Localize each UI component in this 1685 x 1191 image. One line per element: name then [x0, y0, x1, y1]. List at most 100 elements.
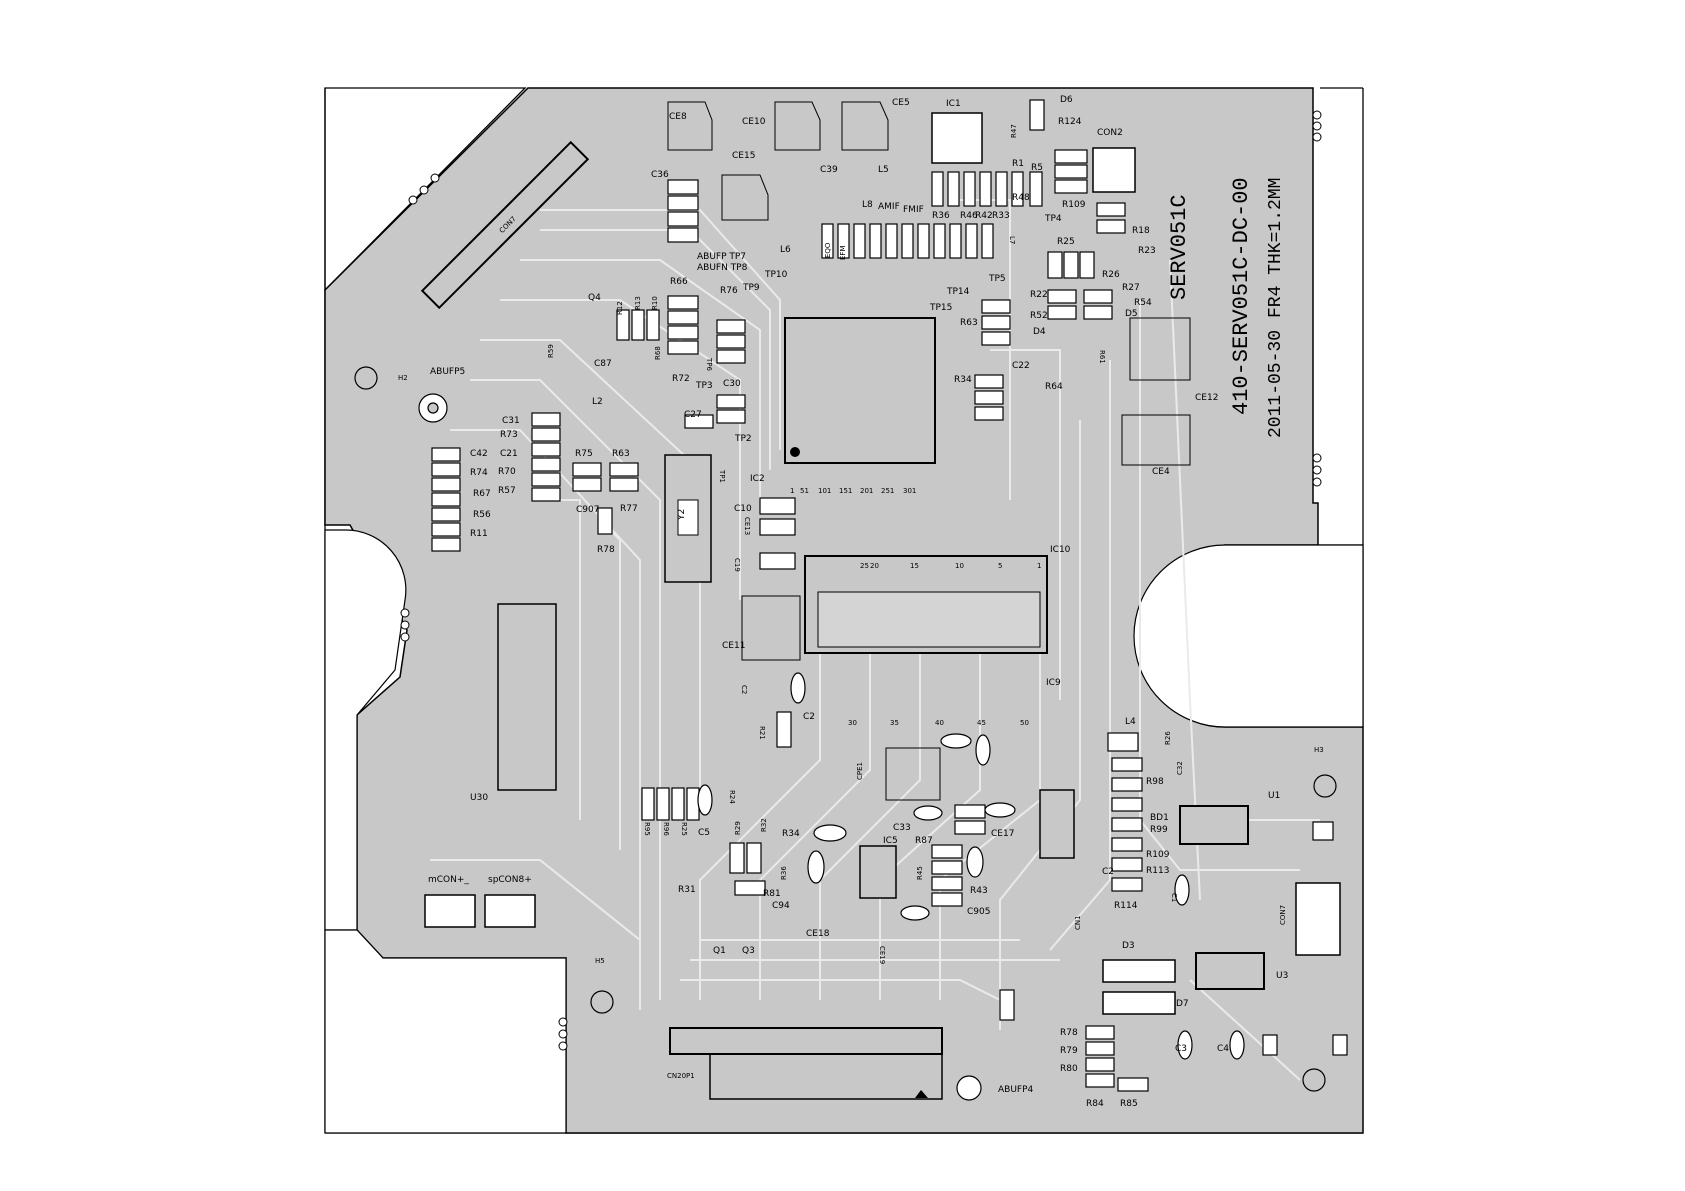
svg-text:C21: C21: [500, 449, 518, 459]
svg-text:H5: H5: [595, 957, 605, 965]
svg-text:FMIF: FMIF: [903, 205, 924, 215]
svg-text:CE10: CE10: [742, 117, 766, 127]
svg-text:R113: R113: [1146, 866, 1169, 876]
svg-text:CE8: CE8: [669, 112, 687, 122]
svg-text:L4: L4: [1125, 717, 1136, 727]
svg-text:Q4: Q4: [588, 293, 601, 303]
svg-text:R63: R63: [612, 449, 630, 459]
con2-label: CON2: [1097, 128, 1123, 138]
svg-text:R34: R34: [782, 829, 800, 839]
svg-text:R61: R61: [1098, 350, 1106, 364]
svg-text:50: 50: [1020, 719, 1029, 727]
svg-text:1: 1: [1037, 562, 1041, 570]
con2-connector: CON2: [1092, 128, 1136, 193]
svg-text:CPE1: CPE1: [856, 762, 864, 780]
svg-text:R46: R46: [960, 211, 978, 221]
board-spec-text: FR4 THK=1.2MM: [1266, 178, 1286, 318]
svg-text:R96: R96: [662, 822, 670, 836]
svg-text:R43: R43: [970, 886, 988, 896]
svg-text:45: 45: [977, 719, 986, 727]
svg-text:40: 40: [935, 719, 944, 727]
mcon-label: mCON+_: [428, 875, 469, 885]
mcon-connector: mCON+_: [424, 875, 476, 928]
svg-text:R34: R34: [954, 375, 972, 385]
u1-chip: U1: [1179, 791, 1280, 845]
u3-chip: U3: [1195, 952, 1288, 990]
svg-text:20: 20: [870, 562, 879, 570]
svg-text:101: 101: [818, 487, 831, 495]
svg-text:CE5: CE5: [892, 98, 910, 108]
svg-text:R45: R45: [916, 866, 924, 880]
svg-text:R67: R67: [473, 489, 491, 499]
d3-diode: D3: [1102, 941, 1176, 983]
svg-text:R124: R124: [1058, 117, 1082, 127]
ic10-ic9-chip: IC10 IC9 25 20 15 10 5 1 30 35 40 45 50: [804, 545, 1071, 727]
svg-text:R33: R33: [992, 211, 1010, 221]
svg-text:R87: R87: [915, 836, 933, 846]
electrolytics: [667, 101, 1191, 801]
svg-text:R95: R95: [643, 822, 651, 836]
svg-text:R79: R79: [1060, 1046, 1078, 1056]
svg-text:25: 25: [860, 562, 869, 570]
y2-label: Y2: [677, 509, 687, 521]
part-number-text: 410-SERV051C-DC-00: [1229, 177, 1254, 415]
ic9-label: IC9: [1046, 678, 1061, 688]
svg-text:R5: R5: [1031, 163, 1043, 173]
svg-text:R23: R23: [1138, 246, 1156, 256]
ic5-chip: IC5: [859, 836, 898, 899]
svg-text:TP6: TP6: [705, 357, 713, 371]
spcon-label: spCON8+: [488, 875, 532, 885]
svg-text:C19: C19: [733, 558, 741, 572]
con3-connector: CON7: [420, 140, 590, 310]
svg-text:R109: R109: [1146, 850, 1170, 860]
svg-text:R11: R11: [470, 529, 488, 539]
svg-text:R73: R73: [500, 430, 518, 440]
con7-label: CON7: [1279, 905, 1287, 925]
svg-text:R75: R75: [575, 449, 593, 459]
svg-text:C32: C32: [1176, 761, 1184, 775]
svg-text:C31: C31: [502, 416, 520, 426]
svg-text:R64: R64: [1045, 382, 1063, 392]
svg-text:R47: R47: [1010, 124, 1018, 138]
svg-text:Q3: Q3: [742, 946, 755, 956]
svg-text:R99: R99: [1150, 825, 1168, 835]
board-name-text: SERV051C: [1167, 194, 1192, 300]
svg-text:R114: R114: [1114, 901, 1138, 911]
ic2-pin-markers: 1 51 101 151 201 251 301: [790, 487, 916, 495]
svg-text:R78: R78: [597, 545, 615, 555]
svg-text:C2: C2: [740, 685, 748, 694]
svg-text:R32: R32: [760, 818, 768, 832]
svg-text:R36: R36: [780, 866, 788, 880]
ic10-label: IC10: [1050, 545, 1071, 555]
u30-chip: U30: [470, 603, 557, 803]
svg-text:R76: R76: [720, 286, 738, 296]
svg-text:R57: R57: [498, 486, 516, 496]
svg-text:C10: C10: [734, 504, 752, 514]
svg-text:C33: C33: [893, 823, 911, 833]
ic5-label: IC5: [883, 836, 898, 846]
svg-text:30: 30: [848, 719, 857, 727]
cutout-right-arc: [1133, 544, 1364, 728]
d7-label: D7: [1176, 999, 1189, 1009]
svg-text:TP10: TP10: [764, 270, 788, 280]
svg-text:C2: C2: [803, 712, 815, 722]
svg-text:R24: R24: [728, 790, 736, 804]
svg-text:251: 251: [881, 487, 894, 495]
svg-text:CE17: CE17: [991, 829, 1014, 839]
svg-text:TP4: TP4: [1044, 214, 1062, 224]
svg-text:TP3: TP3: [695, 381, 713, 391]
svg-text:35: 35: [890, 719, 899, 727]
svg-text:R56: R56: [473, 510, 491, 520]
ic2-label: IC2: [750, 474, 765, 484]
svg-text:TP14: TP14: [946, 287, 970, 297]
svg-text:R78: R78: [1060, 1028, 1078, 1038]
svg-text:R54: R54: [1134, 298, 1152, 308]
svg-text:R48: R48: [1012, 193, 1030, 203]
svg-text:C27: C27: [684, 410, 702, 420]
svg-text:C87: C87: [594, 359, 612, 369]
svg-text:L7: L7: [1008, 236, 1016, 244]
svg-text:R98: R98: [1146, 777, 1164, 787]
svg-text:R84: R84: [1086, 1099, 1104, 1109]
ic2-chip: IC2: [750, 317, 936, 484]
svg-text:CE12: CE12: [1195, 393, 1218, 403]
